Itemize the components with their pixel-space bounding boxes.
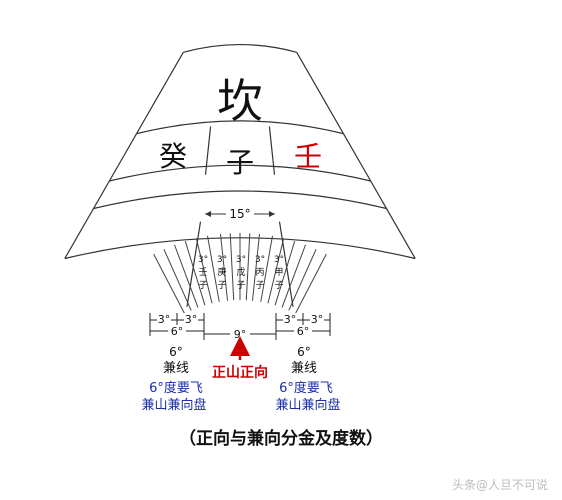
outer-arc: [183, 44, 297, 53]
fen-jin-name-4a: 丙: [255, 267, 264, 278]
fen-jin-division-lines: [153, 233, 327, 314]
fen-jin-division-line: [288, 248, 317, 311]
watermark: 头条@人旦不可说: [451, 478, 548, 492]
mountain-ren-label: 壬: [294, 140, 322, 173]
fen-jin-division-line: [207, 235, 220, 302]
fen-jin-division-line: [195, 238, 213, 304]
fen-jin-deg-3: 3°: [236, 255, 246, 265]
right-jian-line-label: 兼线: [291, 361, 317, 376]
divider-left-upper: [204, 126, 212, 175]
mountain-zi-label: 子: [226, 146, 254, 179]
fen-jin-labels: 3° 壬 子 3° 庚 子 3° 戊 子 3° 丙 子 3° 甲 子: [198, 255, 284, 291]
right-note-line-1: 6°度要飞: [279, 380, 333, 396]
fen-jin-division-line: [274, 241, 296, 306]
ring-3-arc: [109, 164, 371, 182]
dim-right-small-b: 3°: [311, 313, 324, 326]
divider-right-upper: [268, 126, 276, 175]
trigram-kan-label: 坎: [217, 74, 263, 128]
dim-right-small-a: 3°: [284, 313, 297, 326]
fen-jin-name-4b: 子: [255, 280, 264, 291]
span-15-label: 15°: [229, 207, 250, 221]
dim-left-small-a: 3°: [158, 313, 171, 326]
fen-jin-name-2b: 子: [217, 280, 226, 291]
diagram-caption: （正向与兼向分金及度数）: [179, 429, 383, 449]
left-jian-line-label: 兼线: [163, 361, 189, 376]
bottom-labels: 6° 兼线 6° 兼线 正山正向 6°度要飞 兼山兼向盘 6°度要飞 兼山兼向盘: [141, 345, 340, 413]
fen-jin-deg-1: 3°: [198, 255, 208, 265]
fen-jin-division-line: [260, 235, 273, 302]
fen-jin-name-5a: 甲: [274, 267, 283, 278]
dim-left-small-b: 3°: [185, 313, 198, 326]
fen-jin-division-line: [184, 241, 206, 306]
fen-jin-division-line: [163, 248, 192, 311]
dim-left-total: 6°: [171, 325, 184, 338]
zheng-shan-zheng-xiang-label: 正山正向: [212, 364, 268, 381]
fen-jin-division-line: [229, 233, 235, 301]
span-15-indicator: 15°: [205, 206, 275, 221]
fen-jin-name-5b: 子: [274, 280, 283, 291]
ring-4-arc: [93, 190, 387, 210]
dimension-labels: 3° 3° 6° 9° 3° 3° 6°: [157, 313, 324, 341]
fen-jin-division-line: [294, 253, 327, 314]
fen-jin-division-line: [281, 244, 306, 308]
fen-jin-deg-4: 3°: [255, 255, 265, 265]
fen-jin-division-line: [252, 233, 260, 301]
right-boundary-line: [296, 52, 416, 259]
fen-jin-division-line: [153, 253, 186, 314]
fen-jin-division-line: [267, 238, 285, 304]
divider-right-lower: [278, 221, 294, 307]
right-jian-degree: 6°: [297, 345, 311, 359]
fen-jin-name-1b: 子: [198, 280, 207, 291]
fen-jin-deg-2: 3°: [217, 255, 227, 265]
fen-jin-name-3b: 子: [236, 280, 245, 291]
left-jian-degree: 6°: [169, 345, 183, 359]
fen-jin-division-line: [245, 233, 251, 301]
fen-jin-name-2a: 庚: [217, 266, 226, 278]
left-boundary-line: [64, 52, 184, 259]
span-15-right-arrow: [269, 211, 275, 217]
ring-2-arc: [136, 120, 344, 135]
fen-jin-name-1a: 壬: [198, 267, 207, 278]
right-note-line-2: 兼山兼向盘: [275, 397, 340, 413]
dim-center: 9°: [234, 328, 247, 341]
span-15-left-arrow: [205, 211, 211, 217]
fen-jin-deg-5: 3°: [274, 255, 284, 265]
fen-jin-division-line: [174, 244, 199, 308]
left-note-line-2: 兼山兼向盘: [141, 397, 206, 413]
fen-jin-name-3a: 戊: [236, 266, 245, 278]
left-note-line-1: 6°度要飞: [149, 380, 203, 396]
mountain-gui-label: 癸: [159, 140, 187, 173]
fen-jin-division-line: [220, 233, 228, 301]
dim-right-total: 6°: [297, 325, 310, 338]
divider-left-lower: [186, 221, 202, 307]
radial-lines: [64, 52, 416, 307]
